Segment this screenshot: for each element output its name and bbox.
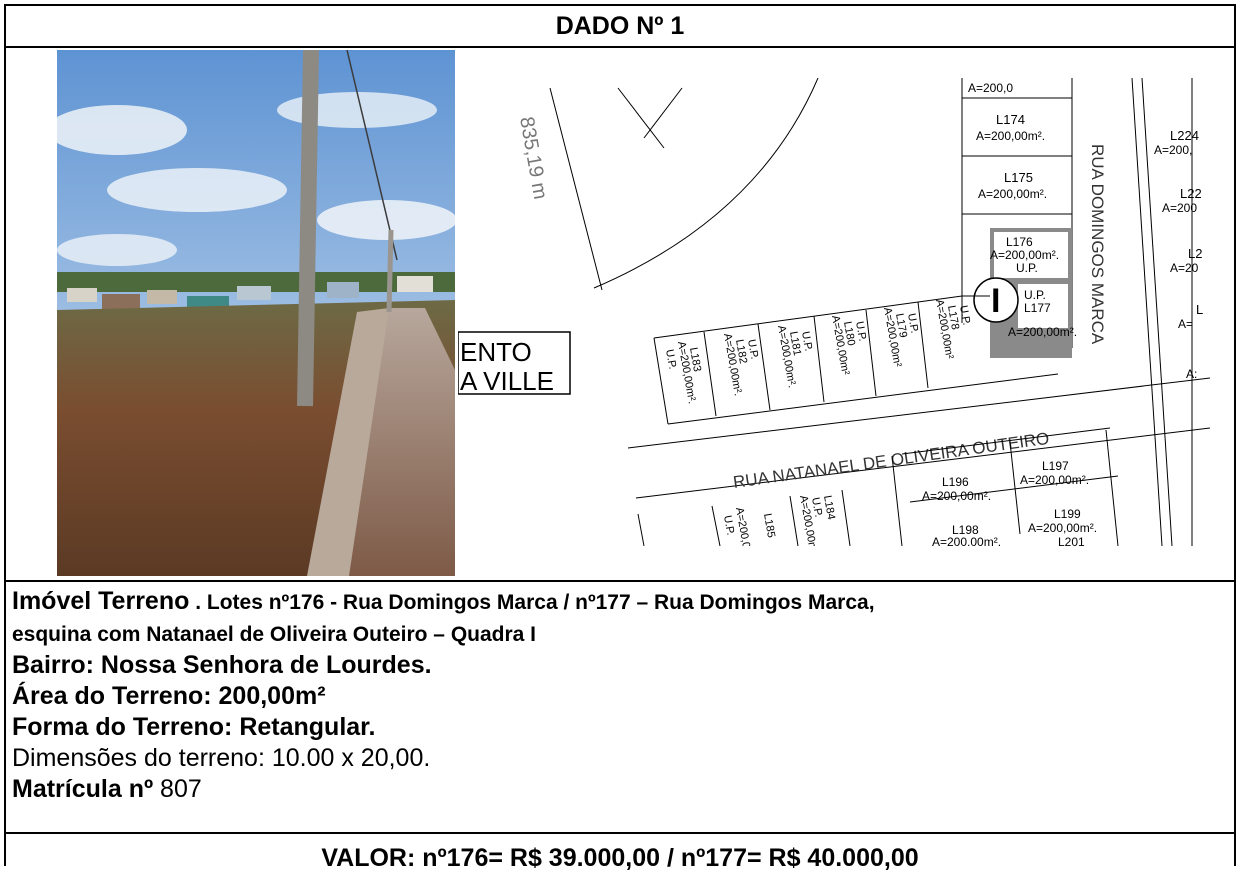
- property-neighborhood: Bairro: Nossa Senhora de Lourdes.: [12, 651, 432, 679]
- lot-182-up: U.P.: [745, 338, 760, 360]
- lot-198-area: A=200,00m².: [932, 535, 1001, 546]
- lot-199-area: A=200,00m².: [1028, 521, 1097, 535]
- property-shape: Forma do Terreno: Retangular.: [12, 713, 376, 741]
- lot-199: L199: [1054, 507, 1081, 521]
- lot-ax: A:: [1186, 367, 1197, 381]
- registration-label: Matrícula nº: [12, 775, 154, 803]
- lot-181: L181: [787, 330, 803, 356]
- lot-x: L: [1196, 302, 1203, 317]
- lot-22x-area: A=200: [1162, 201, 1197, 215]
- lot-185-up: U.P.: [721, 514, 736, 536]
- lot-2x: L2: [1188, 246, 1202, 261]
- lot-map: 835,19 m ENTO A VILLE A=200,0 L174 A=200…: [458, 78, 1210, 546]
- lot-197: L197: [1042, 459, 1069, 473]
- images-row: 835,19 m ENTO A VILLE A=200,0 L174 A=200…: [6, 48, 1234, 582]
- lot-185: L185: [761, 512, 777, 538]
- lot-178-up: U.P.: [957, 304, 972, 326]
- lot-181-up: U.P.: [799, 330, 814, 352]
- lot-175: L175: [1004, 170, 1033, 185]
- property-lots: . Lotes nº176 - Rua Domingos Marca / nº1…: [189, 591, 875, 614]
- lot-201: L201: [1058, 535, 1085, 546]
- sheet-title: DADO Nº 1: [6, 6, 1234, 48]
- lot-180: L180: [841, 320, 857, 346]
- lot-179-up: U.P.: [905, 312, 920, 334]
- lot-198: L198: [952, 523, 979, 537]
- lot-175-area: A=200,00m².: [978, 187, 1047, 201]
- property-dimensions: Dimensões do terreno: 10.00 x 20,00.: [12, 744, 431, 772]
- subdivision-line2: A VILLE: [460, 366, 554, 396]
- property-info: Imóvel Terreno . Lotes nº176 - Rua Domin…: [6, 582, 1234, 834]
- registration-value: 807: [153, 775, 202, 803]
- lot-184-up: U.P.: [809, 496, 824, 518]
- lot-179: L179: [893, 312, 909, 338]
- lot-177-area: A=200,00m².: [1008, 325, 1077, 339]
- lot-180-up: U.P.: [853, 320, 868, 342]
- property-area: Área do Terreno: 200,00m²: [12, 682, 326, 710]
- lot-197-area: A=200,00m².: [1020, 473, 1089, 487]
- lot-top-area: A=200,0: [968, 81, 1013, 95]
- lot-174: L174: [996, 112, 1025, 127]
- lot-182: L182: [733, 338, 749, 364]
- lot-183-up: U.P.: [663, 348, 678, 370]
- lot-x-area: A=: [1178, 317, 1193, 331]
- lot-174-area: A=200,00m².: [976, 129, 1045, 143]
- lot-184: L184: [821, 494, 837, 520]
- lot-183: L183: [687, 346, 703, 372]
- lot-176-up: U.P.: [1016, 261, 1038, 275]
- lot-196: L196: [942, 475, 969, 489]
- lot-178: L178: [945, 304, 961, 330]
- lot-176-area: A=200,00m².: [990, 248, 1059, 262]
- property-type: Imóvel Terreno: [12, 587, 190, 615]
- subdivision-line1: ENTO: [460, 337, 532, 367]
- property-sheet: DADO Nº 1: [4, 4, 1236, 872]
- lot-224: L224: [1170, 128, 1199, 143]
- street-domingos-marca: RUA DOMINGOS MARCA: [1088, 144, 1107, 345]
- property-value: VALOR: nº176= R$ 39.000,00 / nº177= R$ 4…: [321, 844, 919, 872]
- property-corner: esquina com Natanael de Oliveira Outeiro…: [12, 623, 537, 646]
- lot-176: L176: [1006, 235, 1033, 249]
- land-photo: [57, 50, 455, 576]
- lot-177: L177: [1024, 301, 1051, 315]
- lot-22x: L22: [1180, 186, 1202, 201]
- lot-2x-area: A=20: [1170, 261, 1199, 275]
- lot-196-area: A=200,00m².: [922, 489, 991, 503]
- lot-224-area: A=200,: [1154, 143, 1192, 157]
- block-label: I: [991, 282, 1000, 320]
- lot-177-up: U.P.: [1024, 288, 1046, 302]
